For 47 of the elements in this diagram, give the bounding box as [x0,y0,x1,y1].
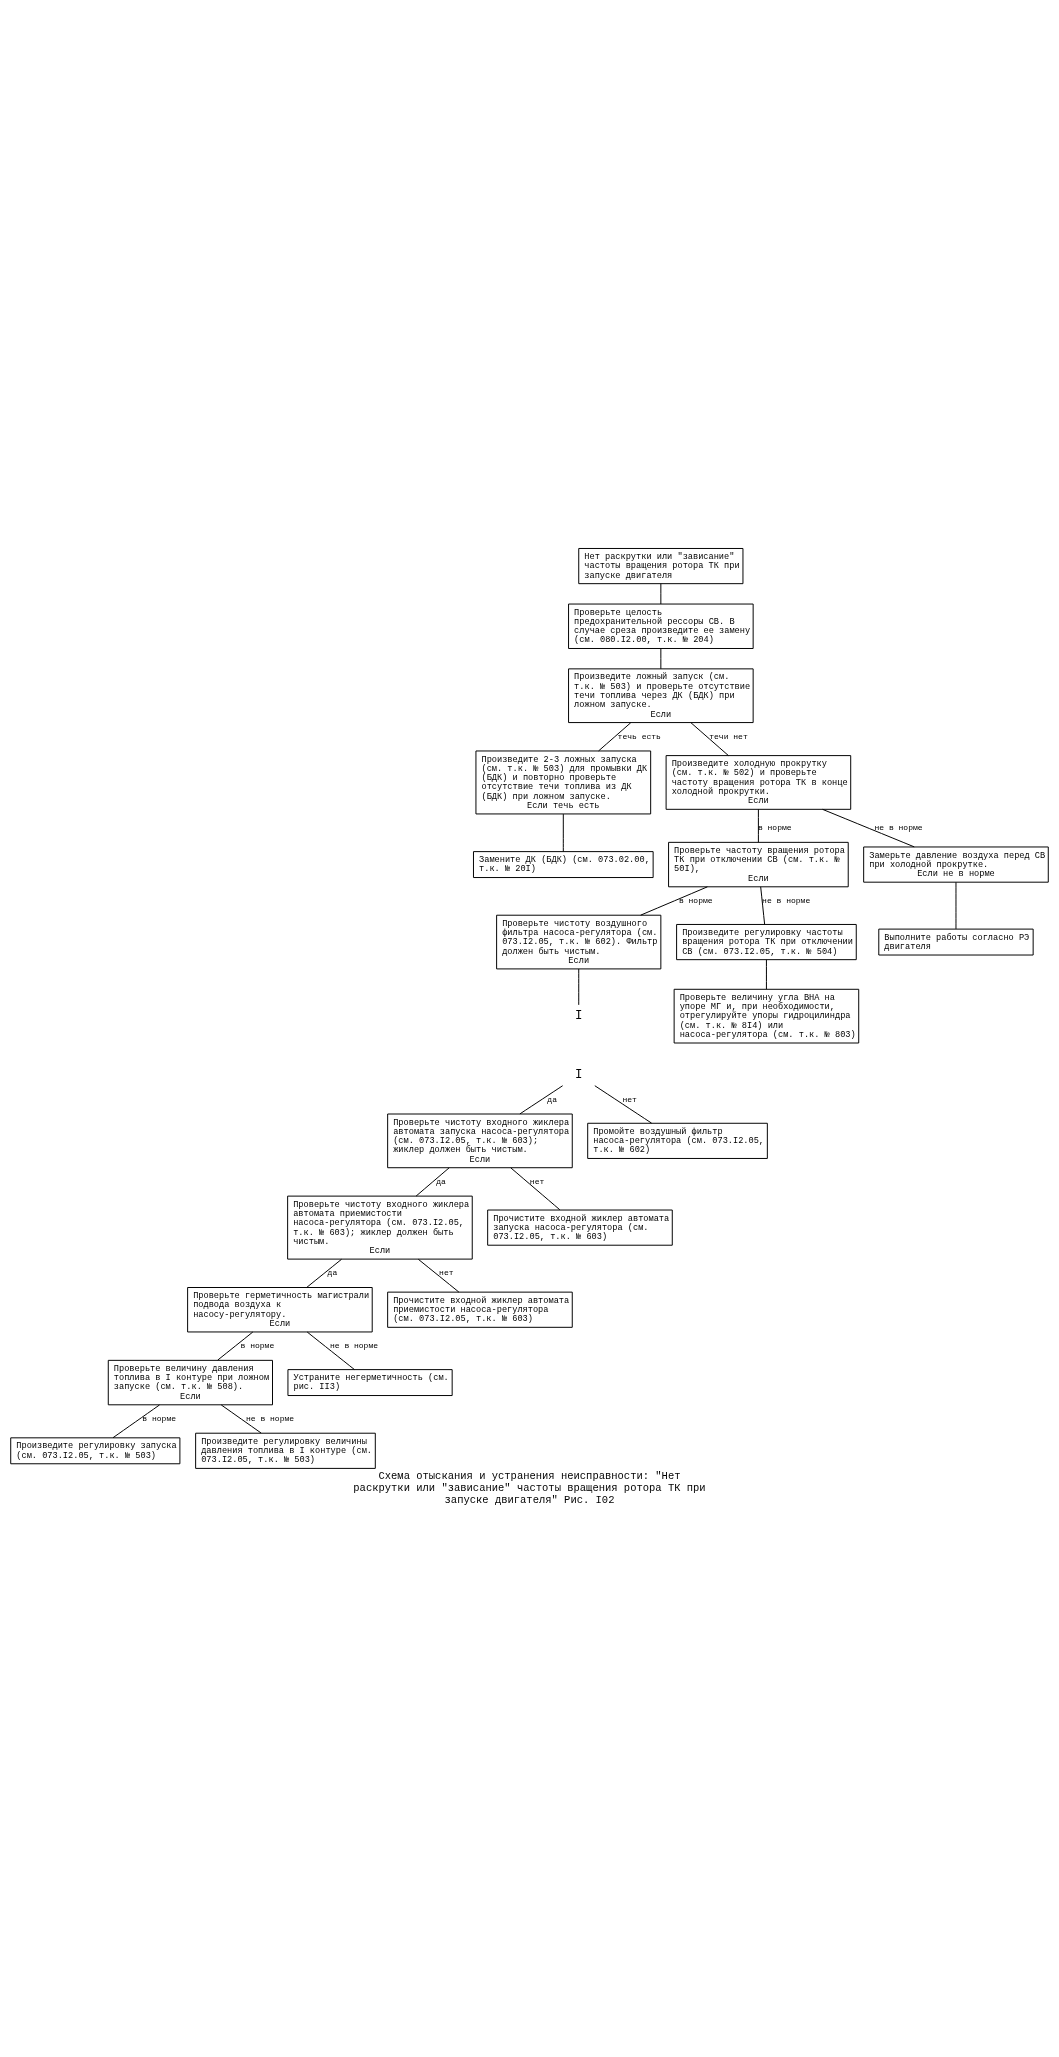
caption: Схема отыскания и устранения неисправности: "Нет раскрутки или "зависание" частоты вращения ротора ТК при запуске двигателя" Рис. I02 [353,1470,706,1506]
connector [640,886,708,916]
connector [220,1404,262,1434]
node-box: Произведите регулировку запуска (см. 073.I2.05, т.к. № 503) [10,1437,181,1465]
connector [660,648,662,670]
node-box: Произведите ложный запуск (см. т.к. № 503) и проверьте отсутствие течи топлива через ДК (БДК) при ложном запуске. Если [568,668,754,724]
node-box: Устраните негерметичность (см. рис. II3) [287,1369,453,1397]
connector [660,583,662,605]
connector [822,808,915,848]
connector [417,1258,460,1293]
connector [757,808,759,843]
node-box: Выполните работы согласно РЭ двигателя [878,928,1034,956]
connector [217,1331,254,1361]
node-box: Замерьте давление воздуха перед СВ при холодной прокрутке. Если не в норме [863,846,1049,883]
node-box: Прочистите входной жиклер автомата приемистости насоса-регулятора (см. 073.I2.05, т.к. № 603) [387,1291,573,1328]
node-box: Промойте воздушный фильтр насоса-регулятора (см. 073.I2.05, т.к. № 602) [587,1122,768,1159]
connector [578,968,580,1006]
node-box: Проверьте чистоту воздушного фильтра насоса-регулятора (см. 073.I2.05, т.к. № 602). Фильтр должен быть чистым. Если [496,914,662,970]
node-box: Проверьте чистоту входного жиклера автомата приемистости насоса-регулятора (см. 073.I2.05, т.к. № 603); жиклер должен быть чистым. Если [287,1195,473,1260]
node-box: Проверьте целость предохранительной рессоры СВ. В случае среза произведите ее замену (см. 080.I2.00, т.к. № 204) [568,603,754,649]
connector [765,959,767,990]
connector [519,1085,564,1115]
node-box: Нет раскрутки или "зависание" частоты вращения ротора ТК при запуске двигателя [578,547,744,585]
connector [955,881,957,930]
connector [690,722,729,757]
connector [594,1085,653,1124]
node-box: Проверьте чистоту входного жиклера автомата запуска насоса-регулятора (см. 073.I2.05, т.к. № 603); жиклер должен быть чистым. Если [387,1113,573,1169]
node-box: Проверьте герметичность магистрали подвода воздуха к насосу-регулятору. Если [187,1287,373,1333]
node-box: Прочистите входной жиклер автомата запуска насоса-регулятора (см. 073.I2.05, т.к. № 603) [487,1209,673,1246]
node-text: I [575,1009,583,1024]
node-box: Произведите регулировку величины давления топлива в I контуре (см. 073.I2.05, т.к. № 503) [195,1432,376,1469]
connector [415,1167,450,1197]
node-box: Замените ДК (БДК) (см. 073.02.00, т.к. № 20I) [472,851,654,879]
node-box: Проверьте величину давления топлива в I контуре при ложном запуске (см. т.к. № 508). Если [107,1359,273,1406]
node-box: Произведите холодную прокрутку (см. т.к. № 502) и проверьте частоту вращения ротора ТК в конце холодной прокрутки. Если [665,755,852,810]
connector [510,1167,561,1211]
node-box: Произведите 2-3 ложных запуска (см. т.к. № 503) для промывки ДК (БДК) и повторно проверьте отсутствие течи топлива из ДК (БДК) при ложном запуске. Если течь есть [475,750,652,815]
connector [598,722,632,752]
node-box: Проверьте частоту вращения ротора ТК при отключении СВ (см. т.к. № 50I), Если [668,841,849,888]
node-box: Проверьте величину угла ВНА на упоре МГ и, при необходимости, отрегулируйте упоры гидроцилиндра (см. т.к. № 8I4) или насоса-регулятора (см. т.к. № 803) [673,988,860,1044]
connector [306,1258,343,1288]
connector [112,1404,160,1439]
connector [760,886,766,925]
node-text: I [575,1067,583,1082]
node-box: Произведите регулировку частоты вращения ротора ТК при отключении СВ (см. 073.I2.05, т.к. № 504) [676,923,857,961]
connector [562,813,564,852]
connector [306,1331,355,1370]
